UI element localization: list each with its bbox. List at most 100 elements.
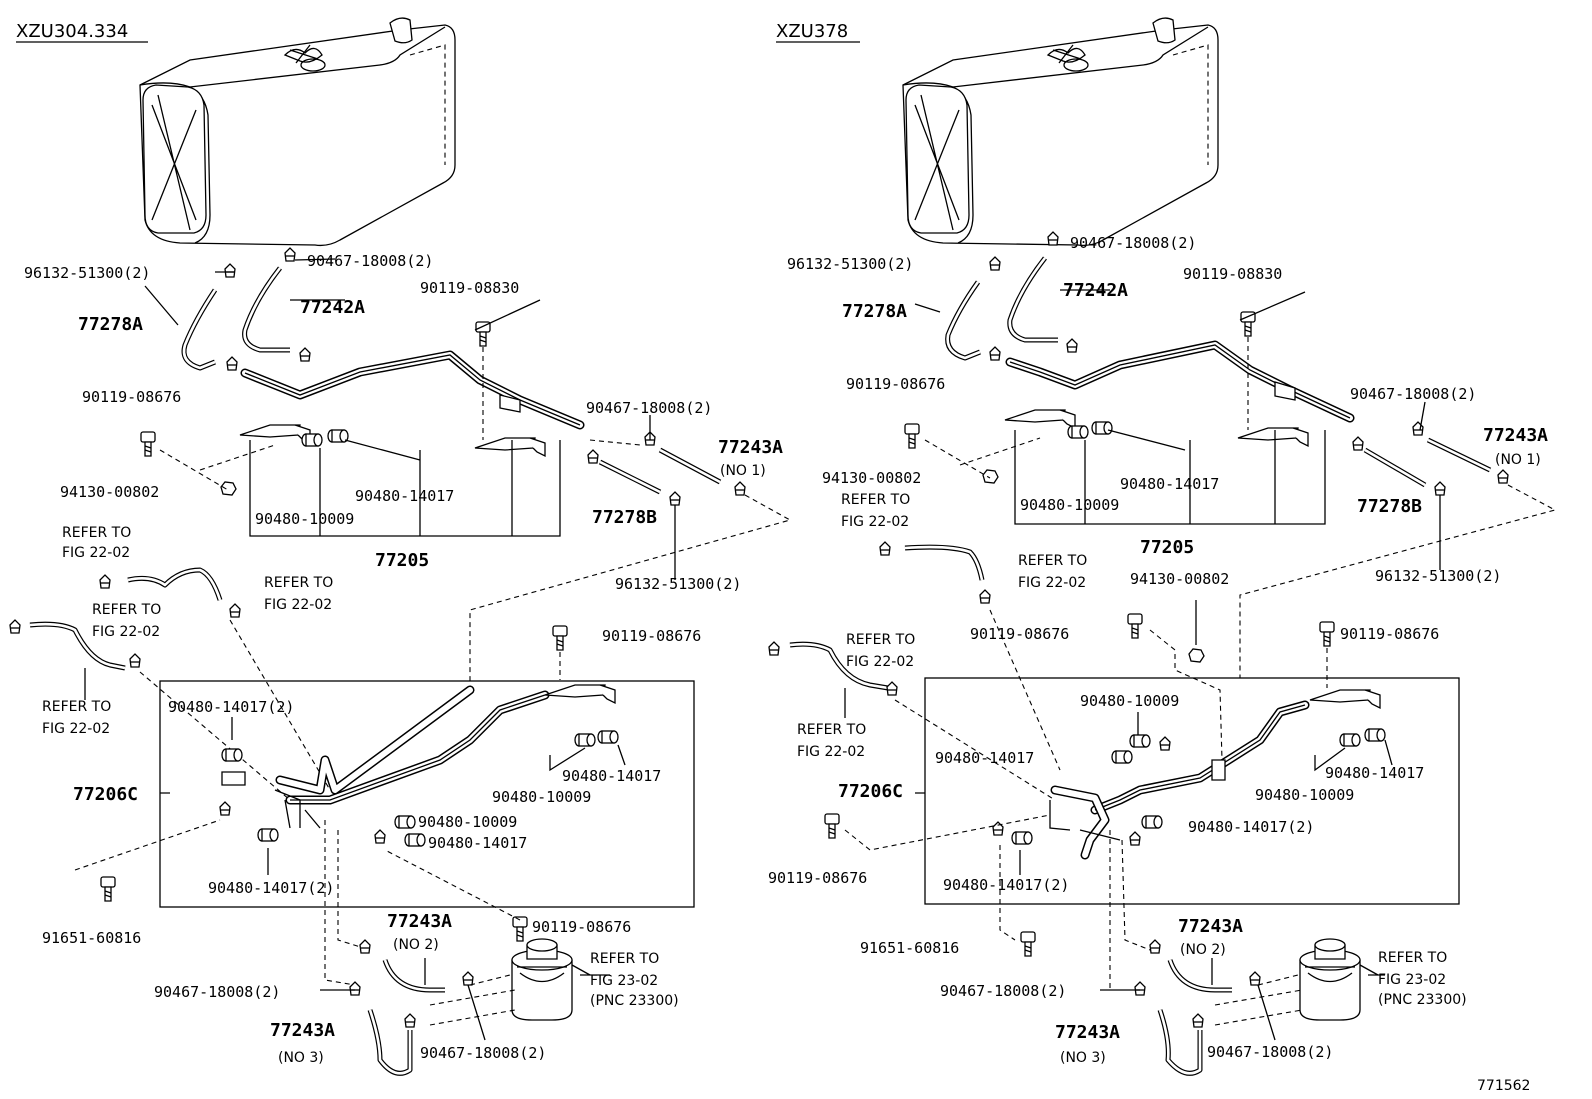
right-grommet-h	[1011, 831, 1033, 845]
left-label-90480-14017-2b: 90480-14017(2)	[208, 879, 334, 897]
right-grommet-g	[1141, 815, 1163, 829]
left-refer2-a: REFER TO	[264, 575, 333, 591]
right-label-94130-b: 94130-00802	[1130, 570, 1229, 588]
left-label-90480-14017-2a: 90480-14017(2)	[168, 698, 294, 716]
left-grommet-e	[221, 748, 243, 762]
right-label-77243A-no1: 77243A	[1483, 425, 1548, 446]
left-grommet-f	[257, 828, 279, 842]
right-label-90480-14017-b: 90480-14017	[935, 749, 1034, 767]
left-label-77206C: 77206C	[73, 784, 138, 805]
left-label-90480-10009-b: 90480-10009	[492, 788, 591, 806]
left-bolt-91651	[100, 876, 116, 902]
right-label-77243A-no3-sub: (NO 3)	[1060, 1050, 1106, 1066]
left-grommet-d	[574, 733, 596, 747]
left-refer3-b: FIG 22-02	[92, 624, 160, 640]
right-clip-i	[879, 541, 891, 556]
right-clip-k	[768, 641, 780, 656]
right-label-90480-10009-c: 90480-10009	[1255, 786, 1354, 804]
right-bolt-08676b	[1127, 613, 1143, 639]
left-label-77278A: 77278A	[78, 314, 143, 335]
right-clip-d	[1066, 338, 1078, 353]
right-clip-s	[1192, 1013, 1204, 1028]
left-clip-f	[734, 481, 746, 496]
right-labels: 90467-18008(2) 96132-51300(2) 90119-0883…	[768, 234, 1548, 1066]
right-label-90119-08676-a: 90119-08676	[846, 375, 945, 393]
right-refer2-b: FIG 22-02	[1018, 575, 1086, 591]
left-bracket-a	[474, 437, 546, 457]
right-clip-l	[886, 681, 898, 696]
left-label-90480-14017-b: 90480-14017	[562, 767, 661, 785]
right-label-96132-top: 96132-51300(2)	[787, 255, 913, 273]
right-label-77243A-no3: 77243A	[1055, 1022, 1120, 1043]
right-label-77278A: 77278A	[842, 301, 907, 322]
right-refer3-a: REFER TO	[846, 632, 915, 648]
left-label-90480-10009-a: 90480-10009	[255, 510, 354, 528]
left-grommet-c	[597, 730, 619, 744]
left-label-77243A-no3-sub: (NO 3)	[278, 1050, 324, 1066]
right-refer2-a: REFER TO	[1018, 553, 1087, 569]
right-label-90467-bot: 90467-18008(2)	[1207, 1043, 1333, 1061]
left-clip-d	[299, 347, 311, 362]
right-clip-a	[989, 256, 1001, 271]
left-clip-c	[226, 356, 238, 371]
left-clip-r	[404, 1013, 416, 1028]
left-refer4-a: REFER TO	[42, 699, 111, 715]
right-clip-h	[1434, 481, 1446, 496]
right-label-90467-top: 90467-18008(2)	[1070, 234, 1196, 252]
right-refer3-b: FIG 22-02	[846, 654, 914, 670]
right-label-90119-08830: 90119-08830	[1183, 265, 1282, 283]
left-fuel-tank	[139, 17, 456, 247]
right-label-96132-mid: 96132-51300(2)	[1375, 567, 1501, 585]
left-clip-q	[349, 981, 361, 996]
left-clip-g	[587, 449, 599, 464]
right-grommet-b	[1091, 421, 1113, 435]
left-label-77243A-no2: 77243A	[387, 911, 452, 932]
right-grommet-e	[1129, 734, 1151, 748]
right-nut-94130a	[982, 469, 999, 484]
right-label-77206C: 77206C	[838, 781, 903, 802]
left-clip-h	[669, 491, 681, 506]
left-grommet-a	[301, 433, 323, 447]
figure-number: 771562	[1477, 1078, 1530, 1094]
left-panel: XZU304.334	[9, 17, 792, 1076]
left-refer1-b: FIG 22-02	[62, 545, 130, 561]
right-clip-j	[979, 589, 991, 604]
left-hose-77278A	[181, 288, 218, 371]
right-label-90480-10009-b: 90480-10009	[1080, 692, 1179, 710]
right-clip-m	[1159, 736, 1171, 751]
right-label-90480-10009-a: 90480-10009	[1020, 496, 1119, 514]
right-grommet-a	[1067, 425, 1089, 439]
right-refer5-b: FIG 23-02	[1378, 972, 1446, 988]
right-label-77242A: 77242A	[1063, 280, 1128, 301]
left-label-77205: 77205	[375, 550, 429, 571]
left-label-90467-bot: 90467-18008(2)	[420, 1044, 546, 1062]
right-refer4-a: REFER TO	[797, 722, 866, 738]
left-frame-box	[159, 680, 695, 908]
left-label-90467-top: 90467-18008(2)	[307, 252, 433, 270]
right-nut-94130b	[1188, 648, 1205, 663]
right-clip-f	[1497, 469, 1509, 484]
left-nut-94130	[220, 481, 237, 496]
right-label-77205: 77205	[1140, 537, 1194, 558]
right-label-90480-14017-a: 90480-14017	[1120, 475, 1219, 493]
left-refer4-b: FIG 22-02	[42, 721, 110, 737]
left-label-90467-mid: 90467-18008(2)	[586, 399, 712, 417]
left-label-90119-08830: 90119-08830	[420, 279, 519, 297]
left-refer5-a: REFER TO	[590, 951, 659, 967]
right-grommet-d	[1339, 733, 1361, 747]
right-label-90119-08676-d: 90119-08676	[768, 869, 867, 887]
right-refer1-b: FIG 22-02	[841, 514, 909, 530]
right-label-77278B: 77278B	[1357, 496, 1422, 517]
left-grommet-h	[404, 833, 426, 847]
right-clip-q	[1249, 971, 1261, 986]
right-grommet-c	[1364, 728, 1386, 742]
left-label-90119-08676-a: 90119-08676	[82, 388, 181, 406]
left-clip-b	[284, 247, 296, 262]
right-bracket-b	[1004, 409, 1076, 429]
left-label-94130: 94130-00802	[60, 483, 159, 501]
right-label-90467-low: 90467-18008(2)	[940, 982, 1066, 1000]
left-label-90119-08676-b: 90119-08676	[602, 627, 701, 645]
right-label-94130-a: 94130-00802	[822, 469, 921, 487]
right-clip-g	[1352, 436, 1364, 451]
